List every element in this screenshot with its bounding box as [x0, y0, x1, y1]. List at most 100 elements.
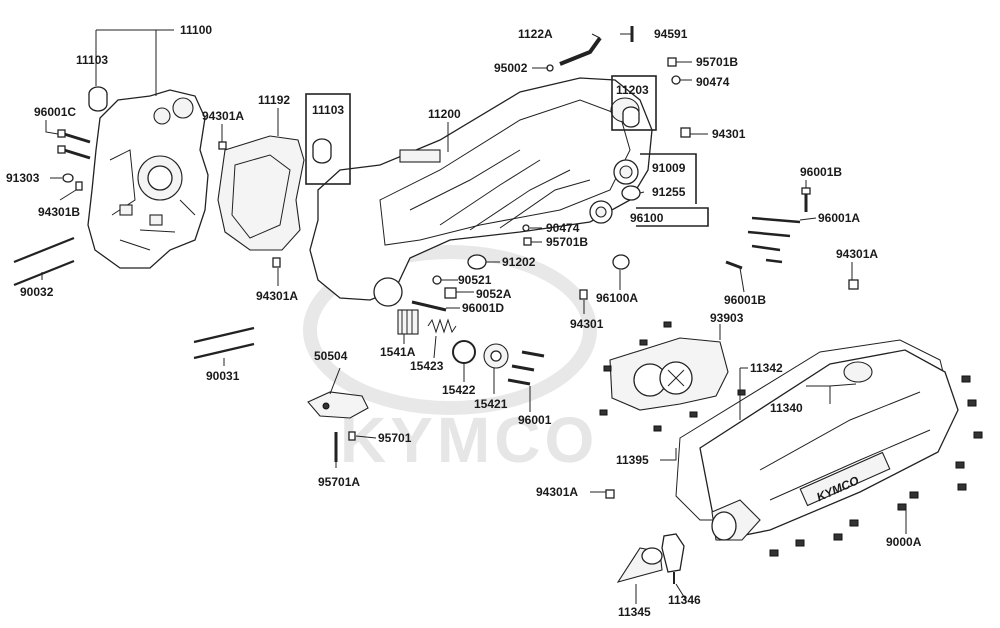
- bushing-11103-left: [88, 86, 108, 112]
- part-labels: 11100 11103 96001C 91303 94301B 90032 94…: [6, 23, 922, 619]
- pin-94301A-b: [272, 257, 281, 268]
- cap-15421: [483, 343, 509, 369]
- seal-91255: [621, 185, 641, 201]
- label-11100: 11100: [180, 23, 212, 37]
- label-1541A: 1541A: [380, 345, 416, 359]
- pin-94301A-c: [848, 279, 859, 290]
- label-15422: 15422: [442, 383, 476, 397]
- label-95701A: 95701A: [318, 475, 360, 489]
- label-96001C: 96001C: [34, 105, 76, 119]
- watermark: KYMCO: [303, 245, 598, 476]
- bolts-96001C: [57, 129, 91, 160]
- label-9000A: 9000A: [886, 535, 922, 549]
- label-11395: 11395: [616, 453, 649, 467]
- bolts-96001B-a: [801, 187, 811, 212]
- label-95701B-b: 95701B: [546, 235, 588, 249]
- bolt-96001D: [411, 300, 447, 312]
- label-15421: 15421: [474, 397, 508, 411]
- label-94301A-c: 94301A: [836, 247, 878, 261]
- label-91255: 91255: [652, 185, 686, 199]
- label-95701B-a: 95701B: [696, 55, 738, 69]
- inner-cover-11342: [609, 337, 729, 411]
- washer-90474-b: [522, 224, 530, 232]
- leader-lines: [41, 29, 907, 604]
- watermark-text: KYMCO: [340, 404, 598, 476]
- bearing-91009: [613, 159, 639, 185]
- oil-filter-1541A: [397, 309, 419, 335]
- label-95701: 95701: [378, 431, 412, 445]
- label-96100A: 96100A: [596, 291, 638, 305]
- studs-90032: [13, 236, 75, 287]
- label-94301A-b: 94301A: [256, 289, 298, 303]
- label-96001: 96001: [518, 413, 552, 427]
- label-90474-a: 90474: [696, 75, 730, 89]
- label-91009: 91009: [652, 161, 686, 175]
- label-91303: 91303: [6, 171, 40, 185]
- label-11340: 11340: [770, 401, 803, 415]
- label-11192: 11192: [258, 93, 290, 107]
- label-90521: 90521: [458, 273, 492, 287]
- clamp-11346: [661, 533, 685, 584]
- spring-15423: [427, 318, 457, 334]
- label-11345: 11345: [618, 605, 651, 619]
- bushing-11203: [622, 106, 640, 128]
- label-90031: 90031: [206, 369, 240, 383]
- bolts-96001: [507, 350, 545, 386]
- label-11103-right: 11103: [312, 103, 344, 117]
- label-15423: 15423: [410, 359, 444, 373]
- label-11200: 11200: [428, 107, 461, 121]
- o-ring-15422: [452, 340, 476, 364]
- label-11342: 11342: [750, 361, 783, 375]
- bearing-96100: [589, 200, 613, 224]
- bolts-96001A: [747, 216, 801, 264]
- bracket-50504: [307, 391, 369, 419]
- bushing-11103-right: [312, 138, 332, 164]
- label-94301A-a: 94301A: [202, 109, 244, 123]
- label-94301-b: 94301: [570, 317, 604, 331]
- label-91202: 91202: [502, 255, 536, 269]
- screws-9000A: [599, 321, 983, 557]
- seal-91202: [467, 254, 487, 270]
- outer-cover-11340: KYMCO: [699, 349, 959, 541]
- label-96001A: 96001A: [818, 211, 860, 225]
- seal-96100A: [612, 254, 630, 270]
- left-crankcase: [87, 89, 209, 269]
- label-11346: 11346: [668, 593, 701, 607]
- label-50504: 50504: [314, 349, 348, 363]
- label-94301A-d: 94301A: [536, 485, 578, 499]
- bolt-95701B-a: [667, 57, 677, 67]
- right-crankcase: [309, 77, 653, 307]
- label-94591: 94591: [654, 27, 688, 41]
- label-90474-b: 90474: [546, 221, 580, 235]
- pin-94301-b: [579, 289, 588, 300]
- bolts-96001B-b: [725, 260, 743, 270]
- pin-94301A-a: [218, 141, 227, 150]
- ring-91303: [62, 173, 74, 183]
- label-96001B-b: 96001B: [724, 293, 766, 307]
- bolt-95701B-b: [523, 237, 532, 246]
- label-94301B: 94301B: [38, 205, 80, 219]
- callout-boxes: [305, 75, 709, 227]
- studs-90031: [193, 326, 255, 360]
- label-11203: 11203: [616, 83, 649, 97]
- label-95002: 95002: [494, 61, 528, 75]
- pin-94301B: [75, 181, 83, 191]
- label-96001D: 96001D: [462, 301, 504, 315]
- pin-94301A-d: [605, 489, 615, 499]
- gasket-11192: [217, 135, 305, 251]
- washer-90521: [432, 275, 442, 285]
- label-96001B-a: 96001B: [800, 165, 842, 179]
- label-9052A: 9052A: [476, 287, 512, 301]
- hose-1122A: [559, 36, 602, 66]
- washer-90474-a: [671, 75, 681, 85]
- label-11103-left: 11103: [76, 53, 108, 67]
- cone-11345: [616, 547, 663, 583]
- label-96100: 96100: [630, 211, 664, 225]
- label-93903: 93903: [710, 311, 744, 325]
- pin-94301-a: [680, 127, 691, 138]
- bolt-95701: [348, 431, 356, 441]
- label-1122A: 1122A: [518, 27, 553, 41]
- label-94301-a: 94301: [712, 127, 746, 141]
- plug-9052A: [444, 287, 457, 299]
